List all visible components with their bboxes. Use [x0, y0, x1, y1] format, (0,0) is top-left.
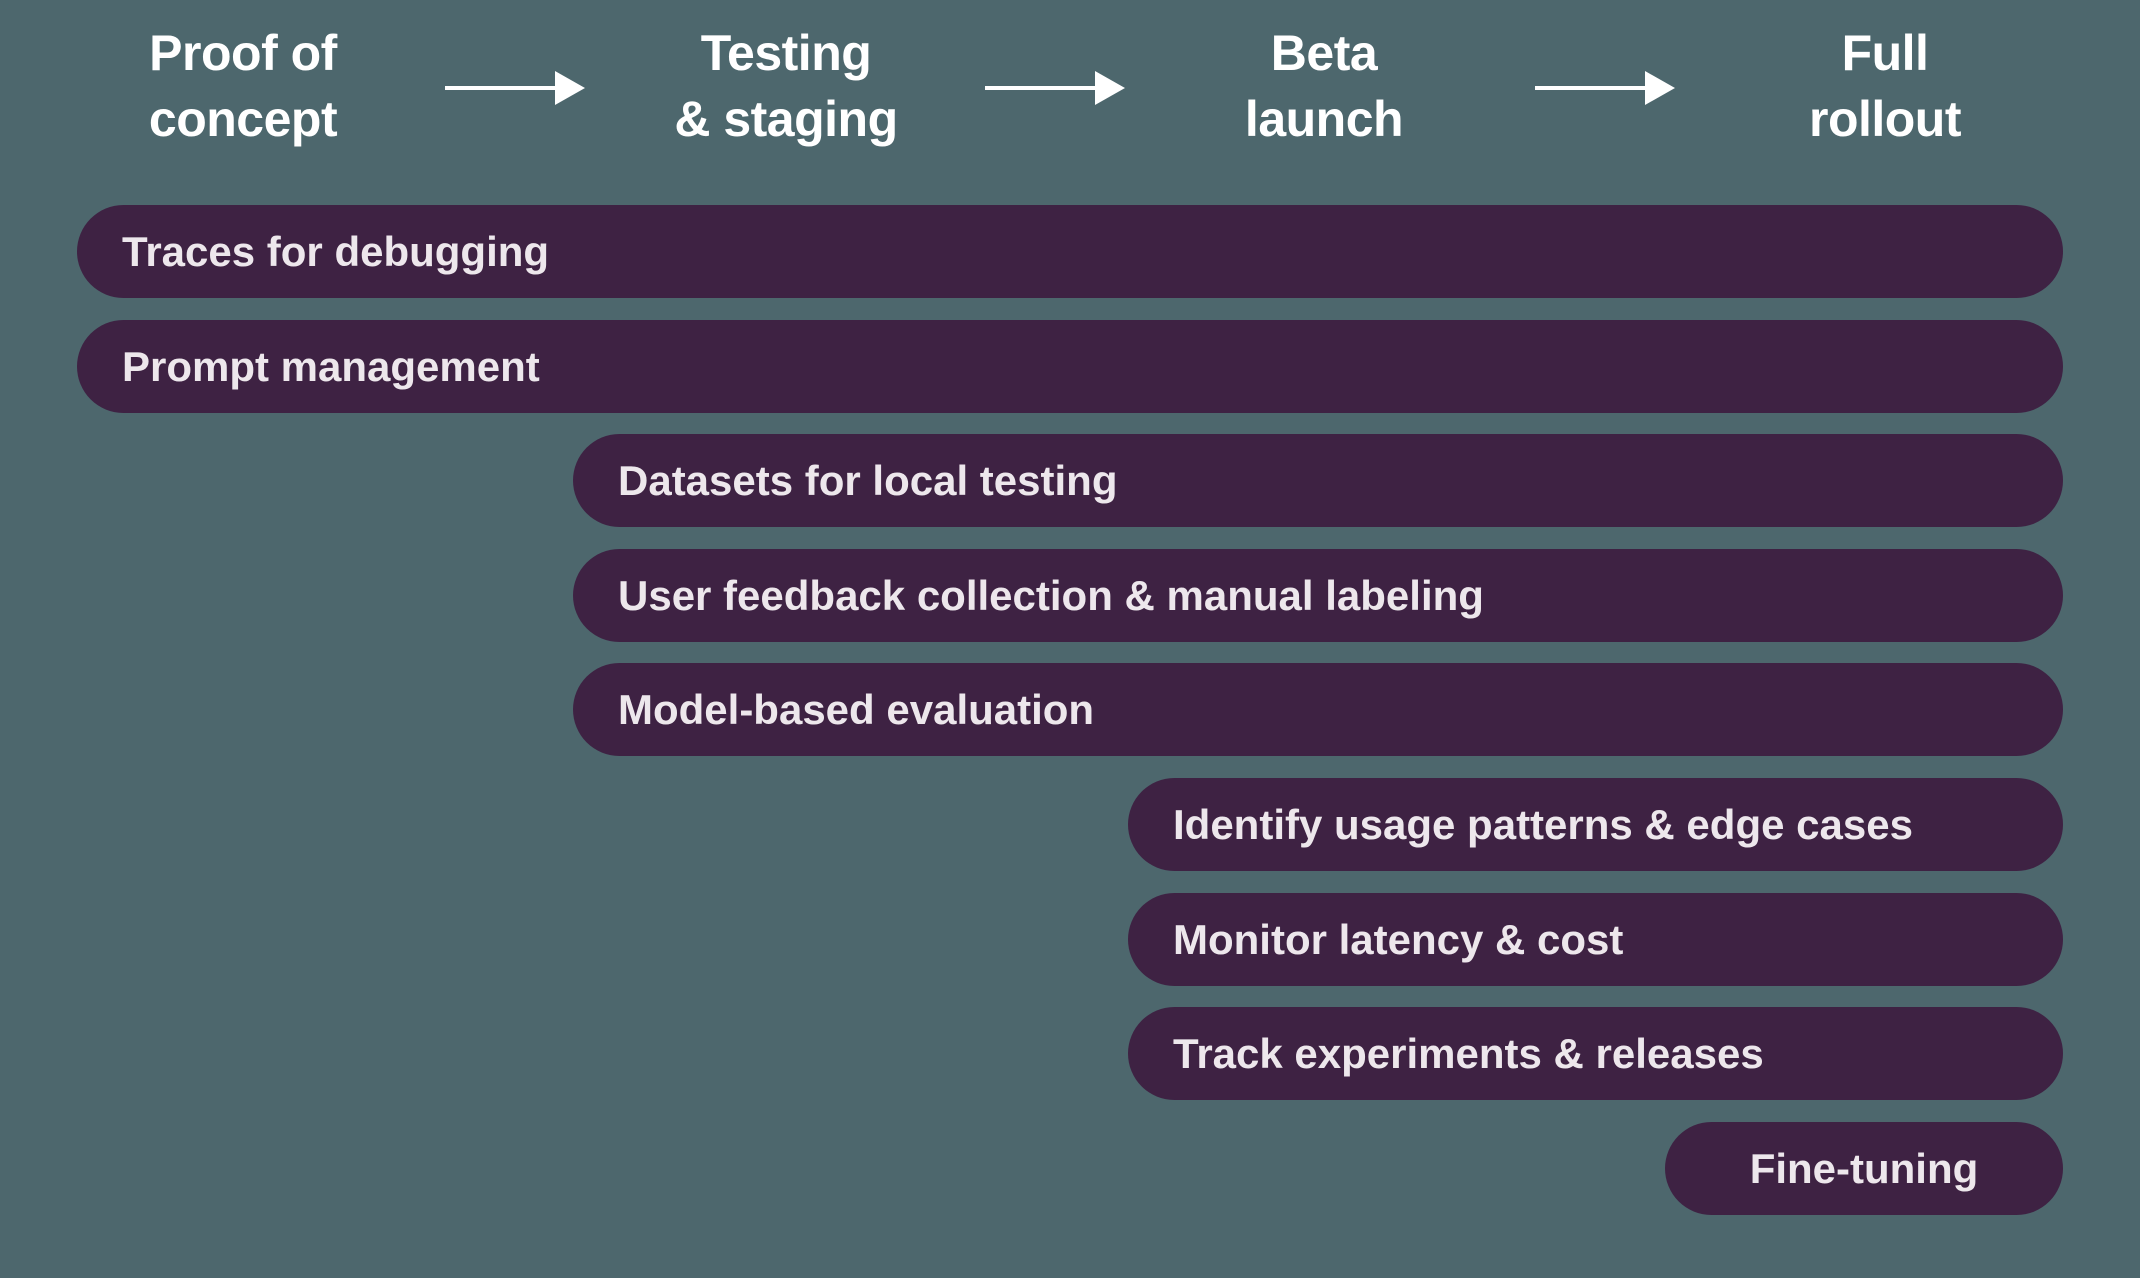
roadmap-bar-datasets-for-local-testing: Datasets for local testing: [573, 434, 2063, 527]
bar-label: Datasets for local testing: [618, 456, 1118, 504]
stage-header-full-rollout: Full rollout: [1808, 20, 1962, 152]
bar-label: Prompt management: [122, 342, 540, 390]
stage-header-line: Testing: [700, 25, 872, 81]
roadmap-bar-fine-tuning: Fine-tuning: [1665, 1122, 2063, 1215]
roadmap-bar-model-based-evaluation: Model-based evaluation: [573, 663, 2063, 756]
stage-header-line: launch: [1244, 91, 1404, 147]
arrow-line: [444, 86, 559, 90]
bar-label: Fine-tuning: [1749, 1144, 1979, 1192]
roadmap-bar-monitor-latency-cost: Monitor latency & cost: [1128, 893, 2063, 986]
stage-header-line: rollout: [1808, 91, 1962, 147]
bar-label: User feedback collection & manual labeli…: [618, 571, 1484, 619]
arrow-line: [985, 86, 1099, 90]
stage-header-beta-launch: Beta launch: [1244, 20, 1404, 152]
roadmap-bar-prompt-management: Prompt management: [77, 320, 2063, 413]
roadmap-bar-user-feedback-collection-manual-labeling: User feedback collection & manual labeli…: [573, 549, 2063, 642]
bar-label: Identify usage patterns & edge cases: [1173, 800, 1913, 848]
arrow-head: [1095, 71, 1125, 105]
roadmap-bar-track-experiments-releases: Track experiments & releases: [1128, 1007, 2063, 1100]
stage-header-line: Beta: [1270, 25, 1378, 81]
roadmap-bar-identify-usage-patterns-edge-cases: Identify usage patterns & edge cases: [1128, 778, 2063, 871]
bar-label: Traces for debugging: [122, 227, 550, 275]
bar-label: Model-based evaluation: [618, 685, 1095, 733]
bar-label: Monitor latency & cost: [1173, 915, 1624, 963]
stage-header-line: & staging: [674, 91, 898, 147]
stage-header-line: Full: [1841, 25, 1929, 81]
stage-header-testing-staging: Testing & staging: [674, 20, 898, 152]
arrow-head: [554, 71, 585, 105]
stage-header-line: concept: [148, 91, 338, 147]
stage-header-proof-of-concept: Proof of concept: [148, 20, 338, 152]
arrow-line: [1534, 86, 1649, 90]
arrow-head: [1644, 71, 1675, 105]
roadmap-bar-traces-for-debugging: Traces for debugging: [77, 205, 2063, 298]
bar-label: Track experiments & releases: [1173, 1029, 1764, 1077]
stage-header-line: Proof of: [149, 25, 337, 81]
